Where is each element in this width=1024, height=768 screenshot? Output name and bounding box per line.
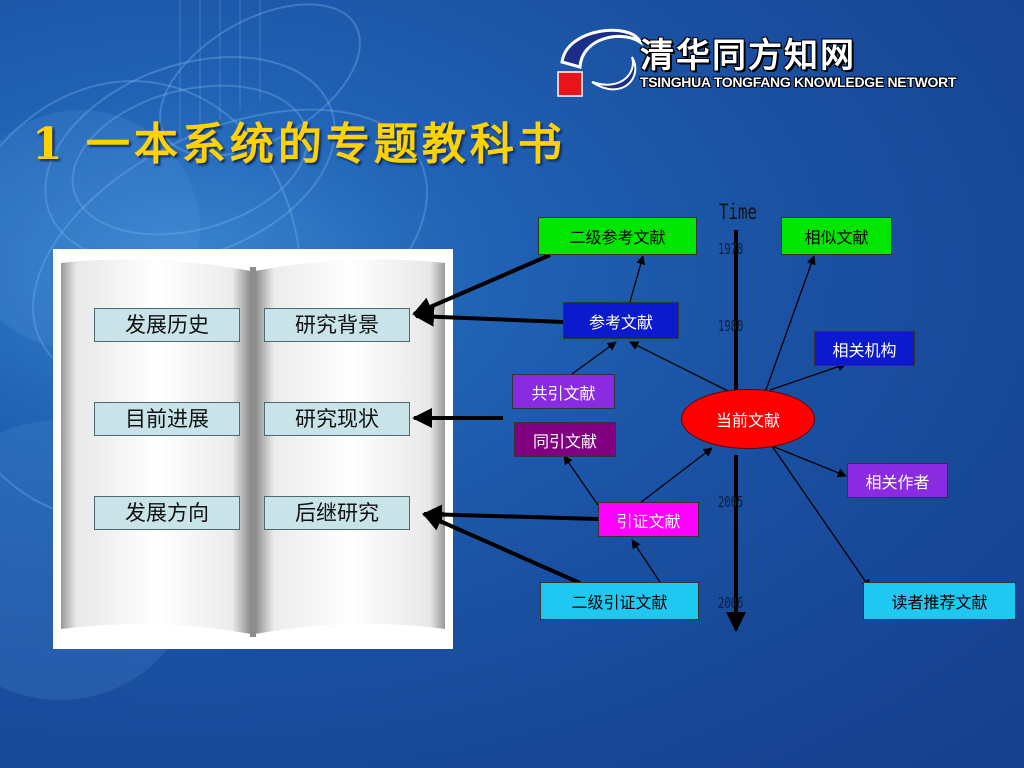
reader-recommended-node: 读者推荐文献 (863, 582, 1016, 620)
book-right-item: 研究现状 (264, 402, 410, 436)
book-right-item: 后继研究 (264, 496, 410, 530)
book-left-item: 发展方向 (94, 496, 240, 530)
secondary-reference-node: 二级参考文献 (538, 217, 697, 255)
timeline-label: Time (719, 200, 757, 224)
timeline-year: 1980 (718, 317, 744, 335)
current-literature-node: 当前文献 (681, 389, 815, 449)
similar-literature-node: 相似文献 (781, 217, 892, 255)
co-citation-node: 共引文献 (512, 374, 615, 409)
tongfang-logo-icon (557, 28, 644, 97)
timeline-year: 2005 (718, 493, 744, 511)
related-author-node: 相关作者 (847, 463, 948, 498)
book-left-item: 目前进展 (94, 402, 240, 436)
slide-title: 1 一本系统的专题教科书 (32, 119, 566, 170)
logo-english-name: TSINGHUA TONGFANG KNOWLEDGE NETWORT (640, 74, 957, 90)
secondary-citing-node: 二级引证文献 (540, 582, 699, 620)
reference-node: 参考文献 (563, 302, 679, 339)
timeline-year: 2006 (718, 594, 744, 612)
book-right-item: 研究背景 (264, 308, 410, 342)
book-pages-illustration (61, 259, 445, 637)
related-institution-node: 相关机构 (814, 331, 915, 366)
timeline-year: 1978 (718, 240, 744, 258)
book-left-item: 发展历史 (94, 308, 240, 342)
co-cited-node: 同引文献 (514, 422, 616, 457)
logo-chinese-name: 清华同方知网 (640, 36, 856, 76)
citing-node: 引证文献 (598, 502, 699, 537)
